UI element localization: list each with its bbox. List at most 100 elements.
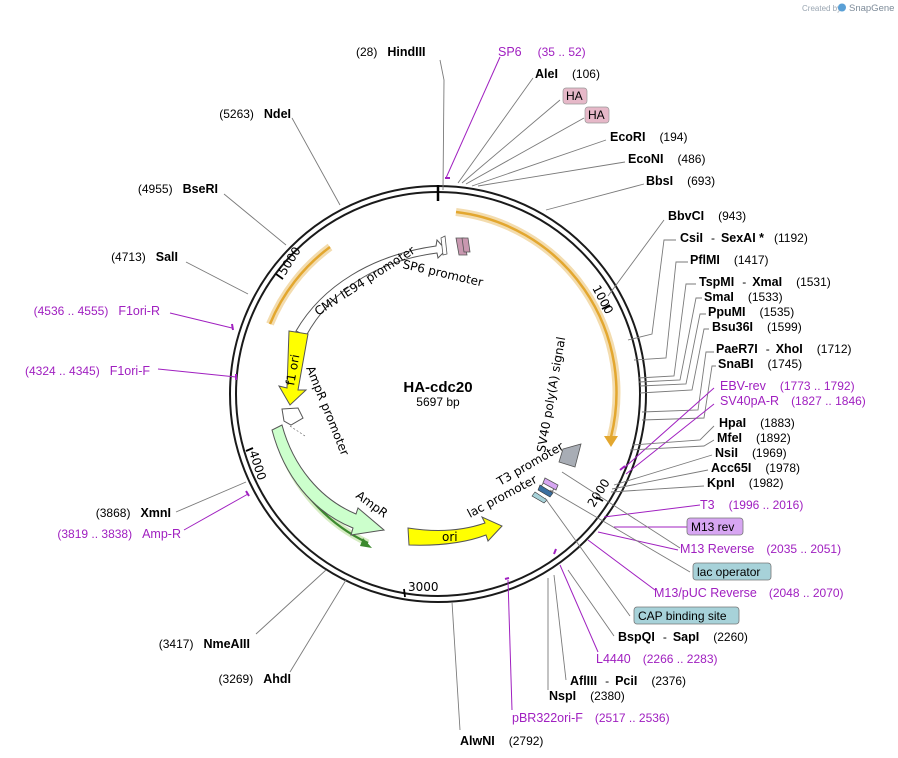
kpni-label: KpnI(1982) bbox=[707, 476, 783, 490]
sali-label: (4713)SalI bbox=[111, 250, 178, 264]
pbr322-label: pBR322ori-F(2517 .. 2536) bbox=[512, 711, 670, 725]
nspi-label: NspI(2380) bbox=[549, 689, 625, 703]
ampr-arrow bbox=[271, 424, 386, 536]
bbsi-line bbox=[545, 183, 645, 211]
m13-rev-feature bbox=[542, 477, 559, 491]
lac-operator-box: lac operator bbox=[692, 562, 772, 581]
paer7i-line bbox=[641, 351, 714, 413]
bbvci-label: BbvCI(943) bbox=[668, 209, 746, 223]
nsii-label: NsiI(1969) bbox=[715, 446, 787, 460]
pbr322-mark bbox=[504, 577, 510, 580]
tick-4000 bbox=[245, 447, 254, 452]
snapgene-credit: Created by SnapGene bbox=[802, 3, 894, 14]
t3-primer-label: T3(1996 .. 2016) bbox=[700, 498, 803, 512]
ampr-promoter-arrow bbox=[281, 407, 304, 426]
bsu36i-line bbox=[639, 328, 709, 394]
econi-line bbox=[477, 161, 626, 187]
bspqi-line bbox=[567, 569, 615, 637]
ha-tag-2-feature bbox=[461, 237, 471, 253]
svg-text:lac operator: lac operator bbox=[697, 565, 760, 579]
xmni-label: (3868)XmnI bbox=[96, 506, 171, 520]
sv40-polya-feature bbox=[558, 443, 582, 468]
tick-5000 bbox=[275, 273, 284, 280]
ampr-primer-mark bbox=[245, 490, 250, 497]
ha-box-2: HA bbox=[584, 106, 610, 124]
alei-label: AleI(106) bbox=[535, 67, 600, 81]
hindiii-line bbox=[439, 59, 445, 191]
connector-lines bbox=[157, 56, 716, 731]
tspmi-line bbox=[637, 283, 696, 379]
f1orir-line bbox=[169, 312, 233, 329]
paer7i-label: PaeR7I-XhoI(1712) bbox=[716, 342, 851, 356]
bbsi-label: BbsI(693) bbox=[646, 174, 715, 188]
m13puc-line bbox=[587, 539, 656, 591]
ampr-promoter-dots bbox=[289, 425, 306, 437]
sp6-promoter-feature bbox=[440, 235, 448, 256]
ampr-primer-line bbox=[183, 493, 249, 531]
ecori-label: EcoRI(194) bbox=[610, 130, 687, 144]
bbvci-line bbox=[607, 219, 665, 297]
svg-text:Created by: Created by bbox=[802, 4, 841, 13]
xmni-line bbox=[175, 481, 247, 513]
svg-text:CAP binding site: CAP binding site bbox=[638, 609, 727, 623]
cmv-promoter-label: CMV IE94 promoter bbox=[312, 243, 418, 318]
lac-operator-feature bbox=[537, 484, 554, 498]
afliii-label: AflIII-PciI(2376) bbox=[570, 674, 686, 688]
f1-ori-arrow bbox=[277, 330, 309, 406]
f1-arc bbox=[268, 245, 331, 325]
alwni-label: AlwNI(2792) bbox=[460, 734, 543, 748]
plasmid-backbone bbox=[229, 185, 647, 603]
t3-line bbox=[603, 504, 701, 518]
bseri-label: (4955)BseRI bbox=[138, 182, 218, 196]
bsu36i-label: Bsu36I(1599) bbox=[712, 320, 802, 334]
ppumi-line bbox=[639, 313, 706, 387]
f1orif-line bbox=[157, 368, 237, 378]
m13rev-feature-line bbox=[561, 471, 681, 549]
cap-binding-feature bbox=[531, 491, 548, 504]
kpni-line bbox=[610, 485, 705, 493]
tick-label-2000: 2000 bbox=[585, 476, 613, 509]
ebvrev-label: EBV-rev(1773 .. 1792) bbox=[720, 379, 855, 393]
alwni-line bbox=[451, 601, 461, 731]
bseri-line bbox=[223, 193, 287, 246]
sp6-primer-label: SP6(35 .. 52) bbox=[498, 45, 586, 59]
snabi-label: SnaBI(1745) bbox=[718, 357, 802, 371]
l4440-line bbox=[559, 564, 599, 653]
nsii-line bbox=[613, 454, 713, 486]
tick-3000 bbox=[403, 588, 406, 598]
site-labels-left: (3269)AhdI (3417)NmeAIII (3868)XmnI (381… bbox=[25, 107, 291, 686]
ampr-arc-arrowhead bbox=[360, 538, 372, 548]
sv40-polya-label: SV40 poly(A) signal bbox=[534, 336, 568, 454]
f1orif-label: (4324 .. 4345)F1ori-F bbox=[25, 364, 150, 378]
tick-2000 bbox=[595, 496, 604, 502]
snapgene-logo-icon bbox=[838, 3, 846, 12]
ndei-label: (5263)NdeI bbox=[219, 107, 291, 121]
hpai-line bbox=[631, 425, 715, 446]
sp6-promoter-label: SP6 promoter bbox=[401, 257, 484, 289]
lacop-line bbox=[549, 489, 691, 573]
acc65i-line bbox=[611, 469, 709, 490]
f1orir-mark bbox=[231, 323, 234, 331]
m13reverse-line bbox=[597, 531, 679, 551]
csii-label: CsiI-SexAI *(1192) bbox=[680, 231, 808, 245]
ampr-primer-label: (3819 .. 3838)Amp-R bbox=[57, 527, 181, 541]
ori-label: ori bbox=[442, 530, 458, 544]
pflmi-line bbox=[633, 261, 688, 361]
m13rev-box: M13 rev bbox=[686, 517, 744, 536]
ha-box-1: HA bbox=[562, 87, 588, 105]
ahdi-label: (3269)AhdI bbox=[219, 672, 291, 686]
tick-1000 bbox=[601, 304, 611, 310]
l4440-label: L4440(2266 .. 2283) bbox=[596, 652, 717, 666]
hindiii-label: (28)HindIII bbox=[356, 45, 426, 59]
pflmi-label: PflMI(1417) bbox=[690, 253, 769, 267]
orf-arrowhead bbox=[604, 436, 618, 447]
svg-text:HA: HA bbox=[566, 89, 583, 103]
cap-binding-box: CAP binding site bbox=[633, 606, 740, 625]
mfei-label: MfeI(1892) bbox=[717, 431, 791, 445]
alei-line bbox=[457, 77, 534, 184]
sp6-line bbox=[445, 56, 501, 179]
m13puc-label: M13/pUC Reverse(2048 .. 2070) bbox=[654, 586, 844, 600]
ahdi-line bbox=[289, 579, 347, 673]
sali-line bbox=[185, 261, 249, 295]
